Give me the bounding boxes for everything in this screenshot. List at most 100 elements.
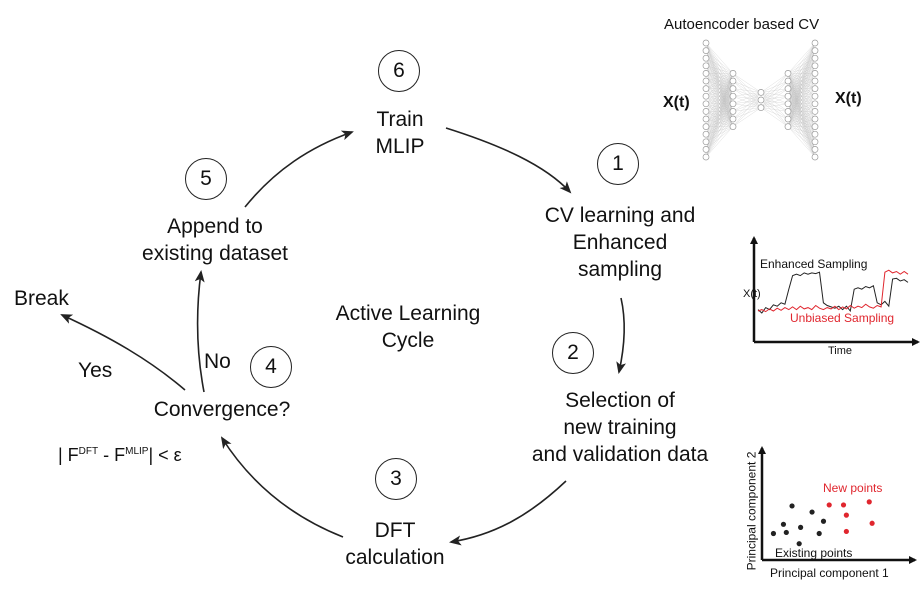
step-4-line-1: Convergence? xyxy=(153,398,291,421)
network-node xyxy=(784,77,792,85)
network-node xyxy=(784,85,792,92)
existing-point xyxy=(820,518,827,524)
network-edge xyxy=(787,42,816,97)
step-1-badge: 1 xyxy=(597,143,639,185)
step-4-badge: 4 xyxy=(250,346,292,388)
network-node xyxy=(702,100,710,108)
network-node xyxy=(811,115,819,123)
network-node xyxy=(811,85,819,92)
network-node xyxy=(757,89,765,96)
network-edge xyxy=(705,50,734,74)
network-edge xyxy=(705,103,734,158)
arrow-convergence-to-break xyxy=(60,314,186,391)
network-node xyxy=(784,100,792,108)
network-edge xyxy=(787,42,816,112)
network-node xyxy=(702,138,710,146)
network-node xyxy=(811,108,819,115)
network-edge xyxy=(787,65,816,127)
network-edge xyxy=(705,73,734,82)
arrow-selection-to-dft xyxy=(449,480,567,546)
network-node xyxy=(702,123,710,130)
network-edge xyxy=(787,118,816,127)
autoencoder-input-label: X(t) xyxy=(663,94,690,111)
network-node xyxy=(702,47,710,54)
network-edge xyxy=(705,96,734,158)
legend-unbiased-sampling: Unbiased Sampling xyxy=(790,311,895,325)
network-node xyxy=(702,108,710,115)
legend-enhanced-sampling: Enhanced Sampling xyxy=(760,257,868,271)
network-edge xyxy=(787,103,816,127)
network-edge xyxy=(705,73,734,135)
network-node xyxy=(702,146,710,153)
network-edge xyxy=(787,80,816,127)
network-node xyxy=(811,54,819,62)
network-node xyxy=(702,92,710,100)
criterion-mid: - F xyxy=(98,445,126,465)
network-edge xyxy=(705,118,734,158)
network-node xyxy=(784,115,792,123)
network-node xyxy=(757,96,765,104)
existing-point xyxy=(809,509,815,515)
network-edge xyxy=(705,88,734,158)
center-title-line-1: Active Learning xyxy=(335,302,481,325)
network-edge xyxy=(787,42,816,127)
network-edge xyxy=(760,107,789,120)
network-edge xyxy=(705,73,734,89)
network-edge xyxy=(705,73,734,127)
network-node xyxy=(784,123,792,130)
network-node xyxy=(784,108,792,115)
network-node xyxy=(729,100,737,108)
network-edge xyxy=(732,80,762,93)
network-edge xyxy=(760,88,789,108)
step-3-badge: 3 xyxy=(375,458,417,500)
convergence-criterion: | FDFT - FMLIP| < ε xyxy=(58,438,182,469)
existing-point xyxy=(816,530,822,537)
step-2-badge: 2 xyxy=(552,332,594,374)
step-1-line-2: Enhanced xyxy=(572,231,668,254)
new-points-annotation: New points xyxy=(823,481,883,495)
step-6-line-2: MLIP xyxy=(375,135,425,158)
network-edge xyxy=(787,58,816,127)
network-node xyxy=(784,92,792,100)
step-2-line-1: Selection of xyxy=(565,389,675,412)
step-2-line-3: and validation data xyxy=(531,443,709,466)
step-2-label: Selection of new training and validation… xyxy=(500,387,740,468)
arrow-convergence-to-append xyxy=(194,270,205,393)
network-edge xyxy=(787,111,816,127)
network-edge xyxy=(705,42,734,74)
network-node xyxy=(702,54,710,62)
step-6-badge: 6 xyxy=(378,50,420,92)
step-1-label: CV learning and Enhanced sampling xyxy=(510,202,730,283)
network-edge xyxy=(705,73,734,97)
new-point xyxy=(840,502,847,508)
autoencoder-title: Autoencoder based CV xyxy=(664,16,820,33)
network-edge xyxy=(787,126,816,150)
network-edge xyxy=(732,73,762,93)
existing-point xyxy=(789,503,795,509)
network-node xyxy=(729,115,737,123)
network-edge xyxy=(787,42,816,82)
network-edge xyxy=(760,73,789,108)
network-edge xyxy=(705,73,734,150)
network-node xyxy=(811,153,819,161)
step-3-line-1: DFT xyxy=(374,519,416,542)
network-edge xyxy=(787,126,816,142)
network-node xyxy=(784,70,792,77)
network-edge xyxy=(705,111,734,158)
new-point xyxy=(826,502,832,508)
center-title-line-2: Cycle xyxy=(381,329,435,352)
network-node xyxy=(811,92,819,100)
network-node xyxy=(811,146,819,153)
step-1-line-3: sampling xyxy=(577,258,663,281)
existing-point xyxy=(770,530,777,537)
existing-point xyxy=(798,524,804,530)
network-edge xyxy=(705,73,734,158)
network-edge xyxy=(760,103,789,108)
break-label: Break xyxy=(14,287,69,310)
criterion-suffix: | < ε xyxy=(148,445,182,465)
network-edge xyxy=(787,126,816,135)
network-edge xyxy=(787,96,816,127)
sampling-ylabel: X(t) xyxy=(743,288,761,300)
network-edge xyxy=(705,80,734,158)
